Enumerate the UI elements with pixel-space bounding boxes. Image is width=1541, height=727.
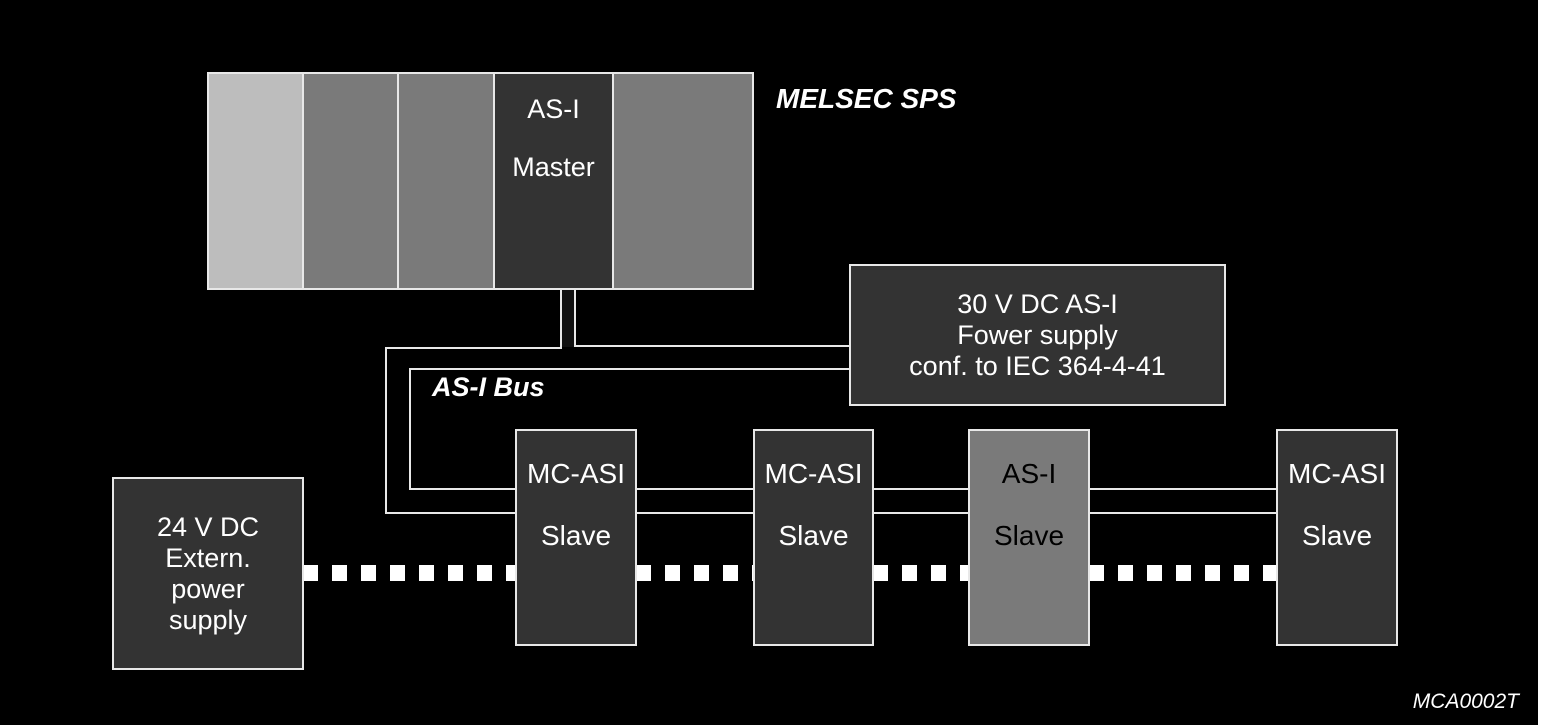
power-24v-line4: supply (168, 604, 248, 635)
slave-4-line2: Slave (1301, 520, 1373, 551)
bus-label: AS-I Bus (432, 372, 545, 402)
figure-id: MCA0002T (1412, 690, 1519, 713)
bus-cable-outline (385, 289, 1280, 514)
slave-2-line2: Slave (778, 520, 849, 551)
power-30v-line1: 30 V DC AS-I (957, 288, 1118, 319)
master-label-line2: Master (512, 152, 595, 182)
slave-4-line1: MC-ASI (1288, 458, 1386, 489)
plc-slot-1 (207, 72, 304, 290)
slave-1: MC-ASI Slave (515, 429, 637, 646)
slave-3-line2: Slave (993, 520, 1065, 551)
slave-2-line1: MC-ASI (764, 458, 863, 489)
plc-master-module: AS-I Master (493, 72, 614, 290)
slave-4: MC-ASI Slave (1276, 429, 1398, 646)
plc-title: MELSEC SPS (776, 83, 957, 114)
slave-3-line1: AS-I (1001, 458, 1057, 489)
slave-1-line1: MC-ASI (527, 458, 625, 489)
power-30v-line3: conf. to IEC 364-4-41 (909, 350, 1166, 381)
slave-1-line2: Slave (540, 520, 612, 551)
power-24v-line2: Extern. (165, 542, 251, 573)
power-24v-line3: power (171, 573, 245, 604)
slave-2: MC-ASI Slave (753, 429, 874, 646)
power-30v-line2: Fower supply (957, 319, 1118, 350)
slave-3: AS-I Slave (968, 429, 1090, 646)
power-supply-30v: 30 V DC AS-I Fower supply conf. to IEC 3… (849, 264, 1226, 406)
master-label-line1: AS-I (527, 94, 580, 124)
plc-slot-5 (612, 72, 754, 290)
bus-cable-outline-2 (574, 289, 850, 347)
power-supply-24v: 24 V DC Extern. power supply (112, 477, 304, 670)
plc-slot-2 (302, 72, 399, 290)
power-24v-line1: 24 V DC (156, 511, 260, 542)
plc-slot-3 (397, 72, 495, 290)
